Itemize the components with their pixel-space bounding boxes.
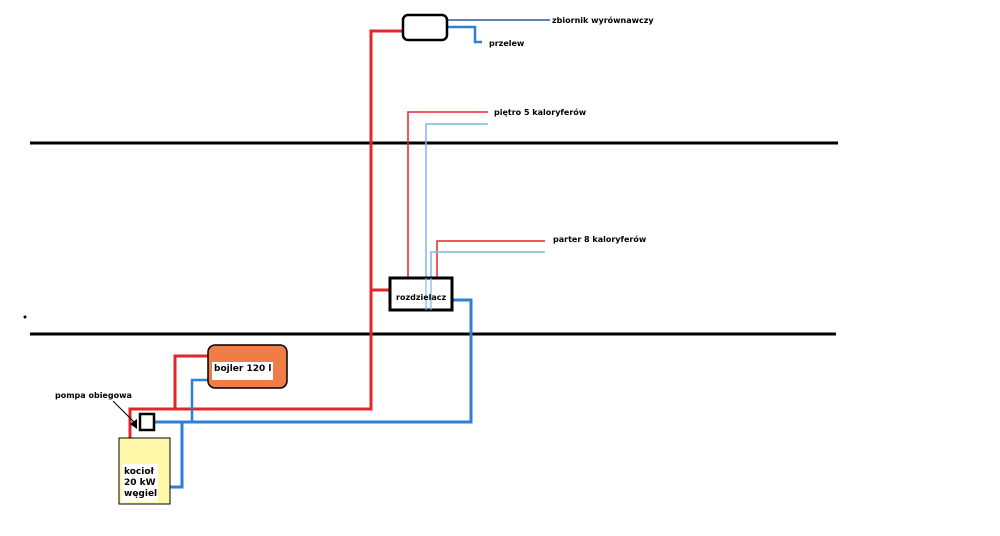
overflow-line <box>447 25 482 44</box>
label-furnace-line-3: węgiel <box>124 489 157 499</box>
label-expansion-tank: zbiornik wyrównawczy <box>552 15 654 25</box>
label-ground-floor: parter 8 kaloryferów <box>553 234 647 244</box>
pump-box <box>138 412 156 432</box>
stray-dot <box>23 315 27 319</box>
supply-to-boiler <box>173 354 208 409</box>
ground-supply-pipe <box>436 240 545 285</box>
label-boiler-tank: bojler 120 l <box>214 364 271 374</box>
expansion-tank <box>401 13 449 42</box>
label-floor: piętro 5 kaloryferów <box>494 107 587 117</box>
floor-supply-pipe <box>407 111 488 285</box>
return-main <box>170 298 473 489</box>
label-furnace-line-1: kocioł <box>124 467 155 477</box>
label-manifold: rozdzielacz <box>396 293 447 302</box>
pump-icon <box>130 419 137 429</box>
label-furnace-line-2: 20 kW <box>124 478 156 488</box>
floor-return-pipe <box>425 123 488 310</box>
pump-pointer <box>112 400 137 425</box>
manifold-box <box>388 276 454 312</box>
return-from-boiler <box>190 378 208 422</box>
label-overflow: przelew <box>489 39 525 48</box>
label-pump: pompa obiegowa <box>55 391 132 400</box>
boiler-tank-label-bg <box>212 362 273 380</box>
furnace-label-bg <box>122 464 158 502</box>
